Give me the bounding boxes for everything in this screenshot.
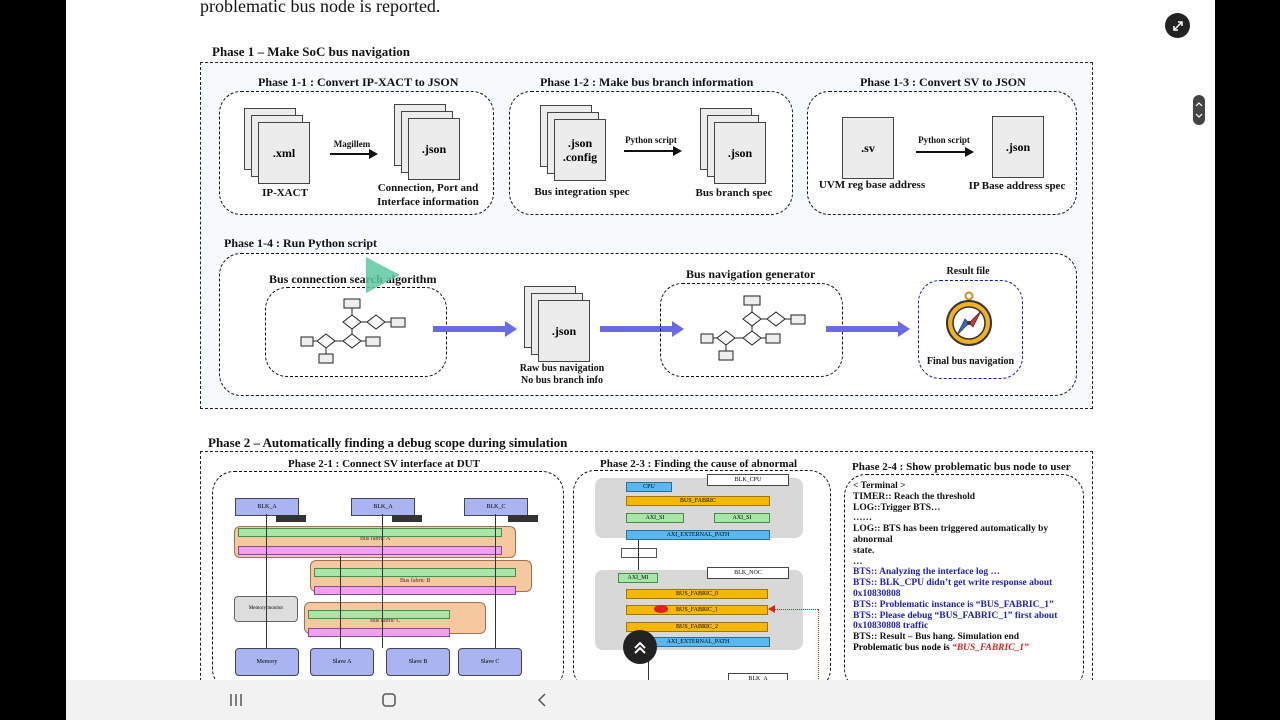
flowchart-icon-2 — [700, 295, 806, 361]
phase12-title: Phase 1-2 : Make bus branch information — [540, 75, 754, 89]
scroll-top-icon — [634, 641, 646, 654]
terminal-line: … — [853, 556, 863, 567]
bus-branch-label: Bus branch spec — [695, 187, 773, 199]
terminal-line: BTS:: Problematic instance is “BUS_FABRI… — [853, 599, 1054, 610]
axi-external-1: AXI_EXTERNAL_PATH — [626, 530, 770, 540]
bus-fabric-a-label: Bus fabric A — [360, 536, 391, 542]
collapse-icon — [1172, 20, 1183, 31]
scroll-handle[interactable] — [1193, 95, 1205, 125]
blk-a-block: BLK_A — [235, 498, 299, 516]
fault-marker — [654, 605, 668, 613]
algo-label: Bus connection search algorithm — [269, 272, 437, 286]
axi-si-2: AXI_SI — [714, 513, 770, 523]
terminal-line: BTS:: Result – Bus hang. Simulation end — [853, 632, 1020, 643]
terminal-line: < Terminal > — [853, 481, 906, 491]
terminal-line: LOG::Trigger BTS… — [853, 502, 941, 513]
phase13-title: Phase 1-3 : Convert SV to JSON — [860, 75, 1026, 89]
algo-box — [265, 287, 447, 377]
terminal-line: BTS:: Analyzing the interface log … — [853, 567, 1000, 578]
scroll-top-button[interactable] — [623, 630, 657, 664]
connection-label-2: Interface information — [377, 196, 479, 208]
slave-c-block: Slave C — [458, 648, 522, 676]
axi-mi: AXI_MI — [618, 573, 658, 583]
back-button[interactable] — [536, 692, 548, 713]
collapse-button[interactable] — [1165, 13, 1190, 38]
play-icon[interactable] — [362, 255, 402, 295]
uvm-reg-label: UVM reg base address — [818, 179, 926, 191]
sv-doc-icon: .sv — [842, 117, 894, 179]
axi-si-1: AXI_SI — [626, 513, 684, 523]
home-button[interactable] — [381, 692, 397, 713]
home-icon — [382, 693, 396, 707]
raw-json-doc-icon: .json — [538, 300, 590, 362]
blk-a2-block: BLK_A — [351, 498, 415, 516]
bus-integration-label: Bus integration spec — [534, 186, 630, 198]
phase24-box — [844, 474, 1084, 691]
terminal-line: BTS:: BLK_CPU didn’t get write response … — [853, 578, 1053, 589]
terminal-line: TIMER:: Reach the threshold — [853, 491, 976, 502]
terminal-final-line: Problematic bus node is “BUS_FABRIC_1” — [853, 642, 1029, 653]
compass-icon — [946, 291, 992, 346]
ip-base-label: IP Base address spec — [968, 180, 1066, 192]
slave-b-block: Slave B — [386, 648, 450, 676]
phase2-title: Phase 2 – Automatically finding a debug … — [208, 435, 568, 450]
cpu-block: CPU — [626, 482, 672, 492]
json-doc-icon: .json — [408, 118, 460, 180]
raw-nav-label-2: No bus branch info — [521, 375, 603, 386]
bus-fabric-bar: BUS_FABRIC — [626, 496, 770, 506]
blk-cpu-label: BLK_CPU — [707, 474, 789, 486]
bus-diagram: BLK_A BLK_A BLK_C Bus fabric A Bus fabri… — [220, 478, 554, 678]
terminal-line: LOG:: BTS has been triggered automatical… — [853, 524, 1049, 545]
flowchart-icon — [300, 298, 406, 364]
slave-a-block: Slave A — [310, 648, 374, 676]
json-ip-doc-icon: .json — [992, 116, 1044, 178]
generator-label: Bus navigation generator — [686, 267, 816, 281]
recents-icon — [230, 694, 242, 706]
xml-doc-icon: .xml — [258, 122, 310, 184]
phase14-title: Phase 1-4 : Run Python script — [224, 236, 378, 250]
system-nav-bar — [66, 680, 1215, 720]
bus-fabric-0: BUS_FABRIC_0 — [626, 589, 768, 599]
terminal-output: < Terminal > TIMER:: Reach the threshold… — [853, 481, 1081, 654]
connection-label-1: Connection, Port and — [377, 182, 479, 194]
terminal-line: 0x10830808 — [853, 588, 901, 599]
phase21-title: Phase 2-1 : Connect SV interface at DUT — [288, 458, 480, 470]
blk-c-block: BLK_C — [464, 498, 528, 516]
blk-noc-label: BLK_NOC — [707, 567, 789, 579]
json-config-doc-icon: .json.config — [554, 119, 606, 181]
intro-text: problematic bus node is reported. — [200, 0, 441, 16]
terminal-line: 0x10830808 traffic — [853, 621, 929, 632]
terminal-line: BTS:: Please debug “BUS_FABRIC_1” first … — [853, 610, 1058, 621]
scroll-arrows-icon — [1195, 102, 1203, 118]
raw-nav-label-1: Raw bus navigation — [519, 363, 605, 374]
phase11-title: Phase 1-1 : Convert IP-XACT to JSON — [258, 75, 459, 89]
final-nav-label: Final bus navigation — [926, 356, 1015, 367]
phase1-title: Phase 1 – Make SoC bus navigation — [212, 44, 410, 59]
bus-fabric-c-label: Bus fabric C — [370, 618, 401, 624]
python-script-label-1: Python script — [625, 135, 677, 145]
memory-block: Memory — [235, 648, 299, 676]
result-file-label: Result file — [946, 266, 990, 277]
bus-fabric-2: BUS_FABRIC_2 — [626, 622, 768, 632]
terminal-line: state. — [853, 545, 875, 556]
bus-fabric-b-label: Bus fabric B — [400, 578, 431, 584]
recents-button[interactable] — [229, 692, 243, 713]
magillem-label: Magillem — [333, 139, 371, 149]
python-script-label-2: Python script — [918, 135, 970, 145]
back-icon — [537, 693, 546, 707]
bus-fabric-1: BUS_FABRIC_1 — [626, 605, 768, 615]
json-branch-doc-icon: .json — [714, 122, 766, 184]
phase23-title: Phase 2-3 : Finding the cause of abnorma… — [600, 458, 798, 470]
document-page: problematic bus node is reported. Phase … — [66, 0, 1215, 720]
phase24-title: Phase 2-4 : Show problematic bus node to… — [852, 461, 1071, 473]
terminal-line: …… — [853, 513, 872, 524]
ipxact-label: IP-XACT — [262, 187, 308, 199]
problematic-node-value: “BUS_FABRIC_1” — [952, 642, 1029, 653]
